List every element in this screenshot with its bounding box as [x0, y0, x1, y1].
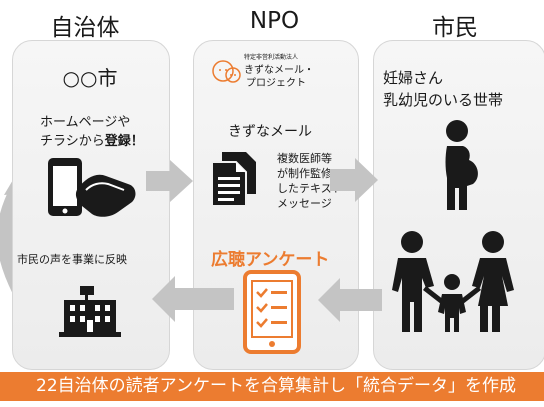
logo-mother-child-icon	[212, 60, 241, 83]
arrow-npo-to-citizen	[330, 158, 378, 202]
npo-column-title: NPO	[249, 8, 300, 34]
description-line: メッセージ	[277, 197, 332, 210]
arrow-npo-to-city	[152, 276, 234, 322]
message-description: 複数医師等 が制作監修 したテキスト メッセージ	[277, 151, 343, 211]
target-line2: 乳幼児のいる世帯	[383, 91, 504, 109]
city-name: ○○市	[62, 66, 118, 90]
arrow-citizen-to-npo	[318, 278, 382, 322]
org-name-line2: プロジェクト	[246, 78, 306, 89]
arrow-city-to-npo	[146, 160, 193, 202]
register-text-prefix: チラシから	[40, 134, 105, 149]
register-text-line1: ホームページや	[40, 115, 131, 130]
survey-label: 広聴アンケート	[211, 250, 330, 270]
smartphone-tap-icon	[48, 158, 136, 217]
org-name-line1: きずなメール・	[244, 65, 314, 76]
description-line: したテキスト	[277, 182, 343, 195]
service-name: きずなメール	[228, 124, 312, 140]
survey-phone-icon	[243, 270, 301, 354]
org-type-label: 特定非営利活動法人	[244, 54, 299, 61]
description-line: 複数医師等	[277, 152, 332, 165]
register-text-line2: チラシから登録！	[40, 130, 144, 149]
description-line: が制作監修	[277, 167, 332, 180]
city-column-title: 自治体	[50, 15, 120, 41]
register-text-bold: 登録！	[104, 134, 144, 149]
citizen-column-title: 市民	[432, 15, 478, 41]
documents-icon	[211, 152, 256, 207]
feedback-text: 市民の声を事業に反映	[17, 253, 127, 266]
family-icon	[392, 231, 514, 332]
summary-banner: 22自治体の読者アンケートを合算集計し「統合データ」を作成	[0, 372, 544, 401]
target-audience: 妊婦さん 乳幼児のいる世帯	[383, 67, 503, 111]
target-line1: 妊婦さん	[383, 69, 444, 87]
building-icon	[59, 286, 121, 337]
pregnant-woman-icon	[445, 120, 478, 210]
